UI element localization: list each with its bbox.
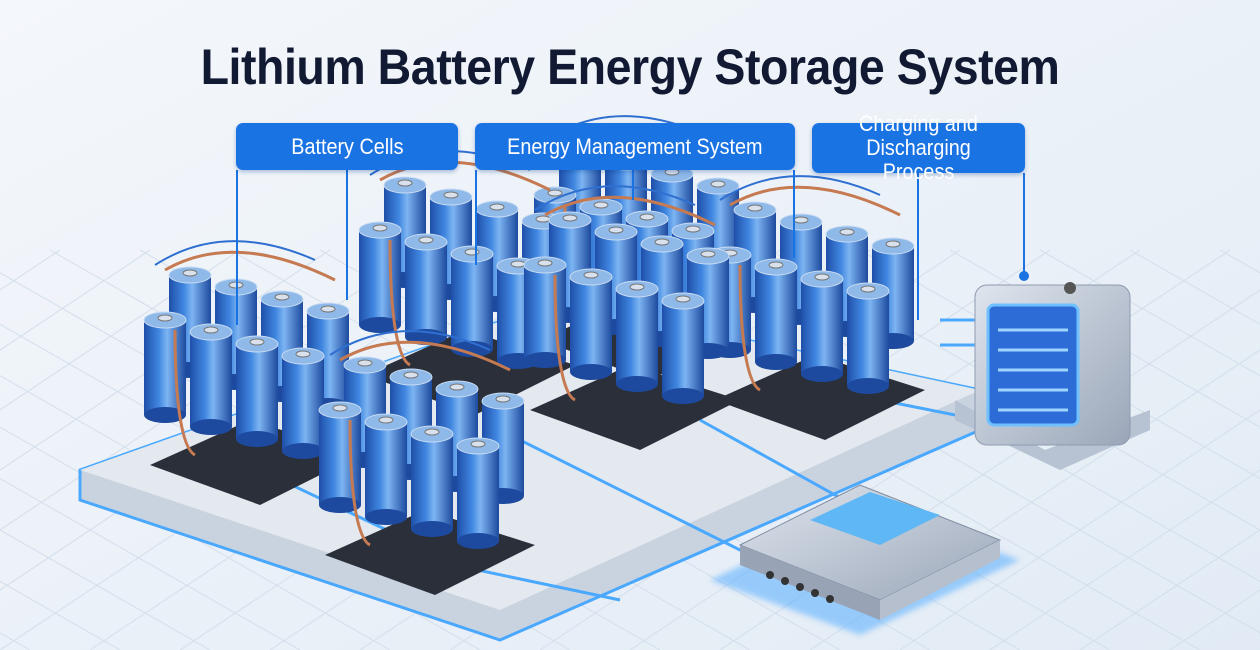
battery-cell	[754, 258, 798, 370]
charging-process-label: Charging and Discharging Process	[812, 112, 1025, 184]
battery-cell	[800, 270, 844, 382]
cable	[519, 438, 761, 562]
signal-wire	[329, 330, 491, 356]
ems-text: Energy Management System	[507, 133, 763, 159]
controller-cabinet	[955, 271, 1150, 470]
copper-busbar	[173, 329, 196, 457]
charging-process-text: Charging and Discharging Process	[859, 111, 978, 184]
battery-cell	[364, 413, 408, 525]
copper-busbar	[738, 264, 761, 392]
copper-busbar	[348, 419, 371, 547]
battery-cell	[569, 268, 613, 380]
battery-cells-label: Battery Cells	[236, 123, 458, 170]
copper-busbar	[339, 340, 511, 372]
monitoring-device	[710, 484, 1020, 635]
battery-pack	[523, 185, 740, 450]
battery-cell	[615, 280, 659, 392]
ems-label: Energy Management System	[475, 123, 795, 170]
copper-busbar	[164, 250, 336, 282]
battery-cell	[410, 425, 454, 537]
battery-cell	[456, 437, 500, 549]
battery-pack	[708, 175, 925, 440]
page-title: Lithium Battery Energy Storage System	[200, 39, 1060, 95]
battery-pack	[318, 330, 535, 595]
battery-pack	[143, 240, 360, 505]
battery-cell	[846, 282, 890, 394]
signal-wire	[154, 240, 316, 266]
copper-busbar	[544, 195, 716, 227]
copper-busbar	[553, 274, 576, 402]
signal-wire	[534, 185, 696, 211]
label-leader-lines	[236, 170, 1025, 325]
copper-busbar	[388, 239, 411, 367]
battery-cell	[281, 347, 325, 459]
battery-cell	[404, 233, 448, 345]
copper-busbar	[729, 185, 901, 217]
battery-cell	[189, 323, 233, 435]
battery-cell	[661, 292, 705, 404]
battery-pack	[358, 150, 575, 415]
battery-cells-text: Battery Cells	[290, 133, 404, 159]
battery-cell	[450, 245, 494, 357]
battery-cell	[235, 335, 279, 447]
battery-cell	[358, 221, 402, 333]
